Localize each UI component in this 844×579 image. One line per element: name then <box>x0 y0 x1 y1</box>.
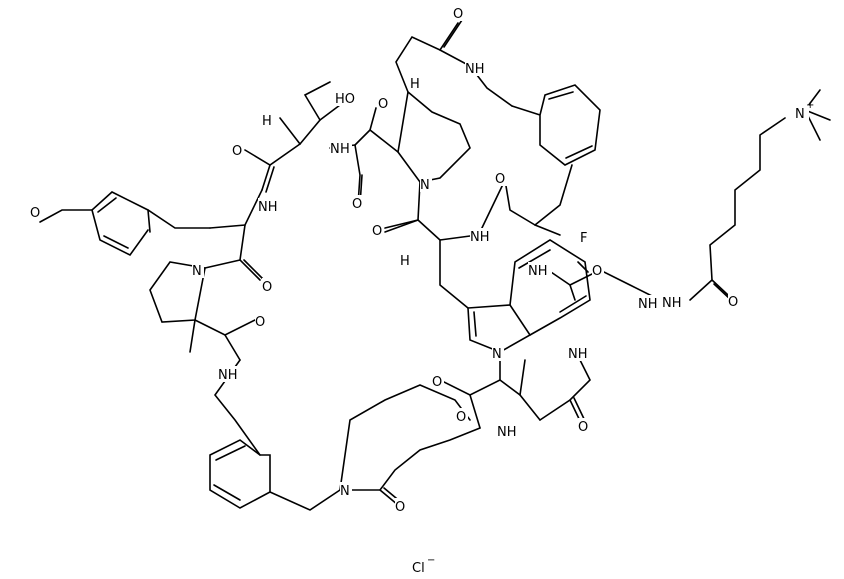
svg-text:NH: NH <box>528 264 548 279</box>
svg-text:NH: NH <box>470 230 490 245</box>
atom-nh-c2: NH <box>528 262 552 279</box>
svg-text:−: − <box>427 555 435 566</box>
svg-text:+: + <box>806 100 814 111</box>
atom-o-carbonyl-top: O <box>453 5 465 22</box>
svg-text:O: O <box>255 315 265 330</box>
atom-nh-c6: NH <box>638 295 662 312</box>
atom-f: F <box>580 229 592 246</box>
atom-o-c4: O <box>432 373 444 390</box>
atom-o-thr: O <box>232 142 244 159</box>
atom-o-c6: O <box>456 408 468 425</box>
atom-o-lactam: O <box>395 498 407 515</box>
atom-o-c1: O <box>372 222 384 239</box>
svg-text:N: N <box>492 347 502 362</box>
svg-text:O: O <box>432 375 442 390</box>
atom-n-hyp: N <box>420 176 432 193</box>
atom-o-c2: O <box>495 170 507 187</box>
atom-n-pro2: N <box>192 262 204 279</box>
svg-text:F: F <box>580 231 587 246</box>
atom-o-c5: O <box>578 418 590 435</box>
svg-text:H: H <box>400 254 410 269</box>
svg-text:NH: NH <box>638 297 658 312</box>
svg-text:O: O <box>262 280 272 295</box>
svg-text:O: O <box>378 97 388 112</box>
atom-nh-tyr: NH <box>258 198 282 215</box>
svg-text:N: N <box>795 107 805 122</box>
svg-text:H: H <box>262 114 272 129</box>
svg-text:NH: NH <box>465 62 485 77</box>
atom-o-hyp: O <box>352 195 364 212</box>
svg-text:O: O <box>352 197 362 212</box>
atom-o-ether: O <box>378 95 390 112</box>
svg-text:O: O <box>456 410 466 425</box>
svg-text:O: O <box>30 206 40 221</box>
atom-o-methoxy: O <box>30 204 42 221</box>
bond-lines <box>39 19 831 511</box>
svg-text:O: O <box>372 224 382 239</box>
atom-nh-right: NH <box>662 294 686 311</box>
atom-nh-top: NH <box>465 60 489 77</box>
atom-nh-pro2: NH <box>218 366 242 383</box>
atom-h-trp: H <box>400 254 410 269</box>
atom-o-c3: O <box>592 262 604 279</box>
svg-text:NH: NH <box>568 347 588 362</box>
svg-text:N: N <box>420 178 430 193</box>
atom-o-right: O <box>728 293 740 310</box>
atom-o-tyr: O <box>262 278 274 295</box>
svg-text:N: N <box>192 264 202 279</box>
svg-text:NH: NH <box>258 200 278 215</box>
atom-h-thr: H <box>262 114 272 129</box>
svg-text:O: O <box>232 144 242 159</box>
atom-n-quaternary: N+ <box>793 100 814 122</box>
atom-n-lactam: N <box>340 482 352 499</box>
svg-text:O: O <box>453 7 463 22</box>
svg-text:O: O <box>495 172 505 187</box>
svg-text:N: N <box>340 484 350 499</box>
svg-text:O: O <box>395 500 405 515</box>
atom-chloride: Cl− <box>412 555 435 576</box>
atom-o-pro2: O <box>255 313 267 330</box>
atom-hydroxyl: HO <box>333 90 359 107</box>
atom-h-hyp: H <box>410 77 420 92</box>
svg-text:N: N <box>330 142 340 157</box>
svg-text:O: O <box>578 420 588 435</box>
svg-text:H: H <box>340 142 350 157</box>
atom-nh-c4: NH <box>497 423 521 440</box>
svg-text:O: O <box>728 295 738 310</box>
svg-text:NH: NH <box>497 425 517 440</box>
svg-text:H: H <box>410 77 420 92</box>
svg-text:NH: NH <box>218 368 238 383</box>
svg-text:O: O <box>592 264 602 279</box>
atom-nh-c3: NH <box>568 345 592 362</box>
svg-text:NH: NH <box>662 296 682 311</box>
atom-nh-c1: NH <box>470 228 494 245</box>
atom-n-indole: N <box>492 345 504 362</box>
svg-text:Cl: Cl <box>412 561 425 576</box>
svg-text:HO: HO <box>335 92 355 107</box>
